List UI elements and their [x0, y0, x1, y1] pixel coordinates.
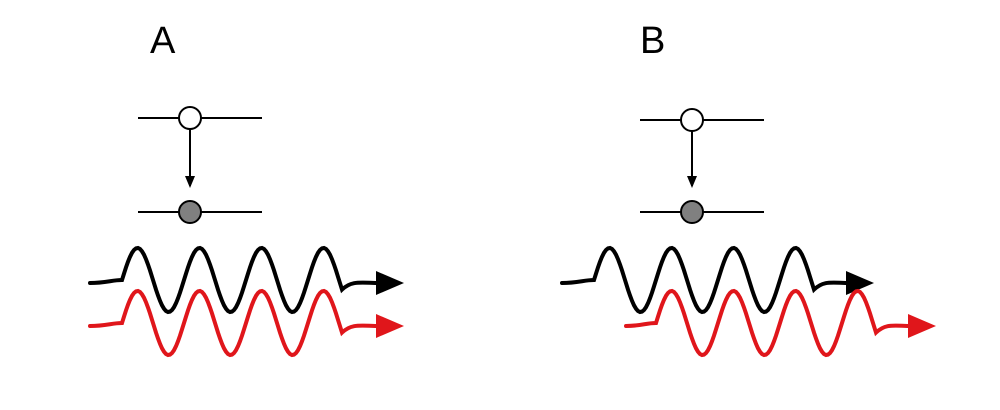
- incident-wave: [560, 245, 852, 315]
- transition-arrowhead: [687, 176, 697, 188]
- panel-a: A: [88, 20, 404, 358]
- panel-b-diagram: [560, 108, 936, 358]
- incident-wave-arrowhead: [376, 271, 404, 295]
- lower-state-circle: [178, 200, 202, 224]
- upper-state-circle: [680, 108, 704, 132]
- panel-a-label: A: [150, 20, 176, 62]
- panel-a-diagram: [88, 106, 404, 358]
- upper-state-circle: [178, 106, 202, 130]
- panel-b: B: [500, 0, 1000, 410]
- emitted-wave-arrowhead: [908, 314, 936, 338]
- transition-arrowhead: [185, 176, 195, 188]
- panel-b-label: B: [640, 20, 666, 62]
- emitted-wave: [624, 288, 914, 358]
- incident-wave: [88, 245, 382, 315]
- incident-wave-arrowhead: [846, 271, 874, 295]
- lower-state-circle: [680, 200, 704, 224]
- emitted-wave: [88, 288, 382, 358]
- emitted-wave-arrowhead: [376, 314, 404, 338]
